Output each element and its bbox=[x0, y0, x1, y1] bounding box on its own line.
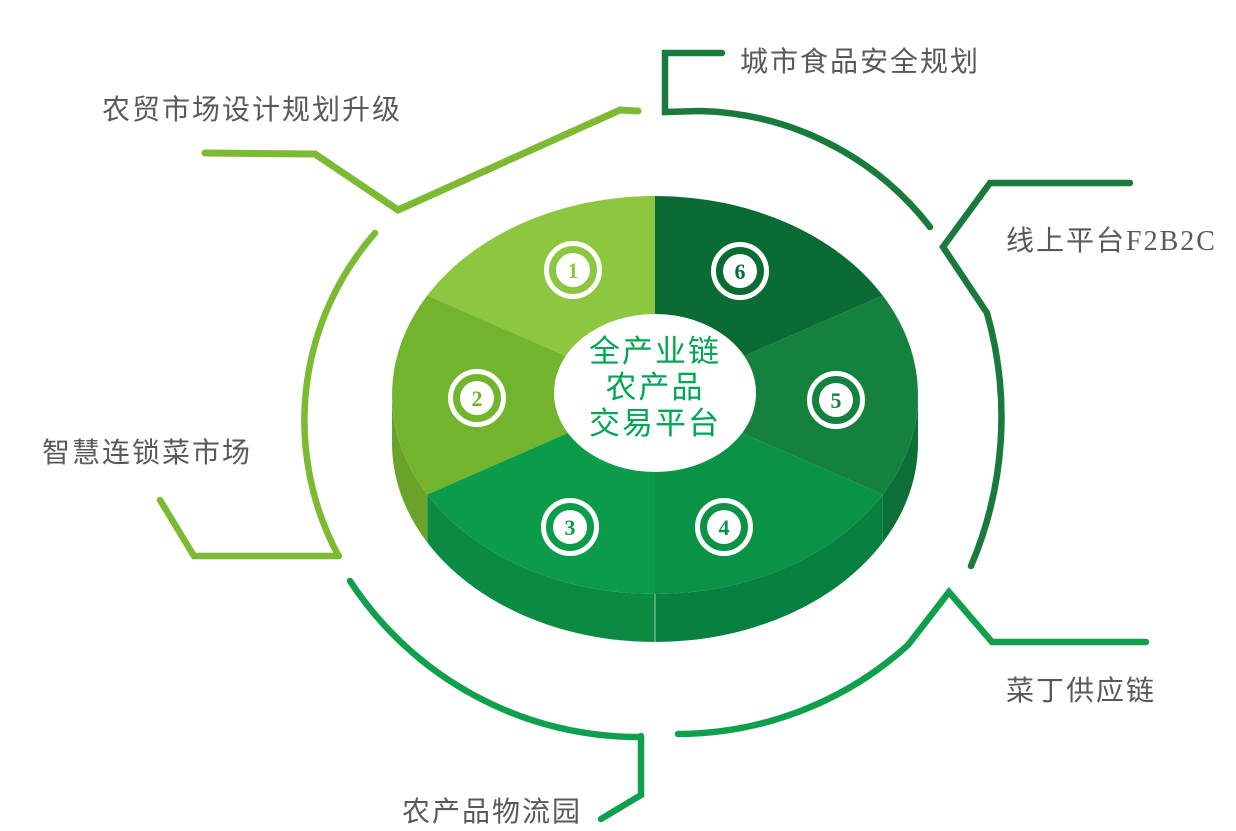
badge-6-disc bbox=[723, 254, 757, 288]
pie-rim-segment-3 bbox=[427, 494, 655, 642]
badge-1: 1 bbox=[544, 241, 602, 299]
pie-sector-5 bbox=[655, 295, 918, 495]
badge-3-ring bbox=[541, 498, 599, 556]
badge-6: 6 bbox=[711, 242, 769, 300]
center-title: 全产业链 农产品 交易平台 bbox=[589, 334, 721, 441]
connector-caiding-pointer bbox=[674, 586, 1150, 738]
badge-5: 5 bbox=[807, 371, 865, 429]
label-farmers-market-upgrade: 农贸市场设计规划升级 bbox=[102, 95, 403, 126]
center-circle bbox=[554, 314, 756, 472]
badge-4-disc bbox=[707, 510, 741, 544]
center-title-line1: 全产业链 bbox=[589, 334, 721, 369]
center-title-line3: 交易平台 bbox=[589, 406, 721, 441]
connector-city-food-bracket bbox=[661, 49, 934, 231]
badge-3-number: 3 bbox=[565, 515, 576, 540]
ring-arc-left bbox=[301, 229, 379, 559]
badge-5-number: 5 bbox=[831, 388, 842, 413]
badge-1-disc bbox=[556, 253, 590, 287]
pie-rim-segment-4 bbox=[655, 494, 883, 642]
badge-4-ring bbox=[695, 498, 753, 556]
label-caiding-supply-chain: 菜丁供应链 bbox=[1006, 676, 1157, 707]
segment-badges: 1 2 3 4 5 bbox=[448, 241, 865, 556]
badge-6-ring bbox=[711, 242, 769, 300]
badge-2: 2 bbox=[448, 369, 506, 427]
pie-rim-segment-5 bbox=[882, 395, 918, 543]
badge-3: 3 bbox=[541, 498, 599, 556]
pie-sector-2 bbox=[392, 295, 655, 495]
badge-1-number: 1 bbox=[568, 258, 579, 283]
badge-4: 4 bbox=[695, 498, 753, 556]
ring-arc-bottom-left bbox=[346, 577, 645, 741]
label-smart-chain-market: 智慧连锁菜市场 bbox=[42, 438, 253, 469]
connector-farmers-market-line bbox=[201, 106, 642, 214]
pie-rim-segment-2 bbox=[392, 395, 428, 543]
label-city-food-safety: 城市食品安全规划 bbox=[740, 47, 981, 78]
label-online-platform-f2b2c: 线上平台F2B2C bbox=[1006, 226, 1217, 257]
center-title-line2: 农产品 bbox=[606, 370, 705, 405]
connector-agri-logistics-bracket bbox=[597, 732, 645, 823]
connector-lines bbox=[156, 49, 1150, 823]
badge-6-number: 6 bbox=[735, 259, 746, 284]
badge-4-number: 4 bbox=[719, 515, 730, 540]
label-agri-products-logistics-park: 农产品物流园 bbox=[402, 797, 583, 828]
connector-smart-chain-bracket bbox=[156, 496, 343, 560]
connector-online-platform-chevron bbox=[939, 179, 1134, 570]
badge-5-ring bbox=[807, 371, 865, 429]
badge-5-disc bbox=[819, 383, 853, 417]
pie-depth-rim bbox=[392, 395, 918, 642]
badge-1-ring bbox=[544, 241, 602, 299]
badge-2-number: 2 bbox=[472, 386, 483, 411]
badge-2-ring bbox=[448, 369, 506, 427]
badge-3-disc bbox=[553, 510, 587, 544]
badge-2-disc bbox=[460, 381, 494, 415]
